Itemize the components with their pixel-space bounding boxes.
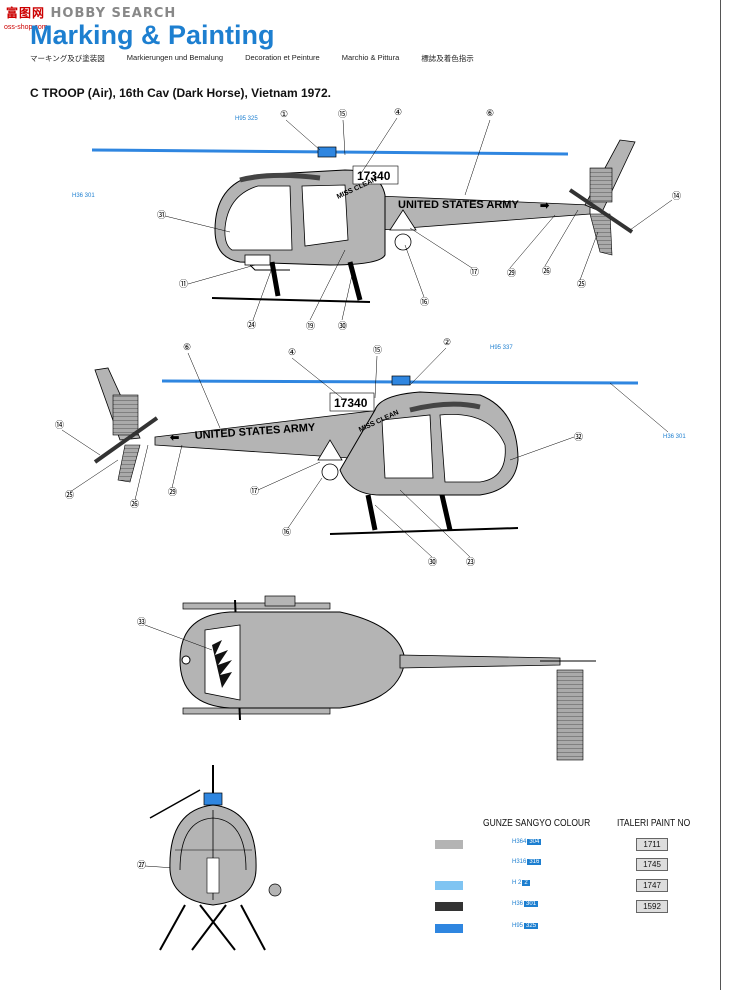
svg-text:④: ④ [394,107,402,117]
svg-text:㉗: ㉗ [137,860,146,870]
legend-gunze-header: GUNZE SANGYO COLOUR [483,818,591,829]
svg-text:⑰: ⑰ [470,267,479,277]
side-view-right: 17340 UNITED STATES ARMY ⬅ MISS CLEAN [93,367,639,535]
svg-text:㉛: ㉛ [157,210,166,220]
svg-text:⑮: ⑮ [373,345,382,355]
army-text-top: UNITED STATES ARMY [398,199,519,211]
svg-text:⑭: ⑭ [672,191,681,201]
svg-text:⑥: ⑥ [183,342,191,352]
subtitle-cn: 標誌及着色指示 [421,54,474,63]
svg-text:⑯: ⑯ [420,297,429,307]
italeri-code: 1745 [636,858,668,871]
svg-text:㉓: ㉓ [466,557,475,567]
serial-number-top: 17340 [357,169,391,183]
svg-text:①: ① [280,109,288,119]
subtitle-jp: マーキング及び塗装図 [30,54,105,63]
svg-text:H95 337: H95 337 [490,345,513,351]
color-swatch [435,924,463,933]
svg-text:⑰: ⑰ [250,486,259,496]
front-view [149,765,282,951]
svg-text:⑪: ⑪ [179,279,188,289]
svg-text:㉜: ㉜ [574,432,583,442]
callouts-mid-view: ⑥ ④ ⑮ ② ⑭ ㉕ ㉖ ㉙ ⑰ ⑯ ㉚ ㉓ ㉜ H95 337 H36 30… [55,337,686,567]
svg-text:⑥: ⑥ [486,108,494,118]
color-swatch [435,860,463,869]
svg-text:⬅: ⬅ [169,432,179,444]
serial-number-mid: 17340 [334,396,368,410]
svg-text:㉔: ㉔ [247,320,256,330]
side-view-left: 17340 UNITED STATES ARMY ➡ MISS CLEAN [91,139,636,303]
color-swatch [435,881,463,890]
svg-text:H95 325: H95 325 [235,116,258,122]
page-border-line [720,0,721,990]
subtitle-row: マーキング及び塗装図 Markierungen und Bemalung Dec… [30,53,474,64]
svg-text:⑮: ⑮ [338,109,347,119]
rotor-hub [317,146,337,158]
svg-text:㉕: ㉕ [65,490,74,500]
page-title: Marking & Painting [30,20,275,50]
svg-text:㉙: ㉙ [507,268,516,278]
svg-text:H36 301: H36 301 [72,193,95,199]
italeri-code: 1592 [636,900,668,913]
svg-text:㉖: ㉖ [130,499,139,509]
top-down-view [179,595,596,761]
scheme-label: C TROOP (Air), 16th Cav (Dark Horse), Vi… [30,86,331,100]
legend-italeri-header: ITALERI PAINT NO [617,818,691,829]
svg-text:⑲: ⑲ [306,321,315,331]
svg-text:H36 301: H36 301 [663,434,686,440]
svg-text:㉚: ㉚ [428,557,437,567]
svg-text:㉝: ㉝ [137,617,146,627]
callouts-top-view: ① ⑮ ④ ⑥ ㉛ ⑪ ㉔ ⑲ ㉚ ⑯ ⑰ ㉙ ㉖ ㉕ ⑭ H95 325 H3… [72,107,681,331]
subtitle-it: Marchio & Pittura [341,53,400,62]
svg-text:⑯: ⑯ [282,527,291,537]
italeri-code: 1747 [636,879,668,892]
italeri-code: 1711 [636,838,668,851]
watermark: 富图网 HOBBY SEARCH [6,6,177,21]
svg-text:④: ④ [288,347,296,357]
watermark-url: oss-shop.com [4,24,48,31]
svg-text:㉕: ㉕ [577,279,586,289]
svg-text:⑭: ⑭ [55,420,64,430]
svg-text:㉖: ㉖ [542,266,551,276]
svg-text:②: ② [443,337,451,347]
subtitle-fr: Decoration et Peinture [245,53,320,62]
svg-text:㉙: ㉙ [168,487,177,497]
svg-text:➡: ➡ [540,200,550,212]
color-swatch [435,840,463,849]
svg-text:㉚: ㉚ [338,321,347,331]
color-swatch [435,902,463,911]
subtitle-de: Markierungen und Bemalung [126,53,224,62]
